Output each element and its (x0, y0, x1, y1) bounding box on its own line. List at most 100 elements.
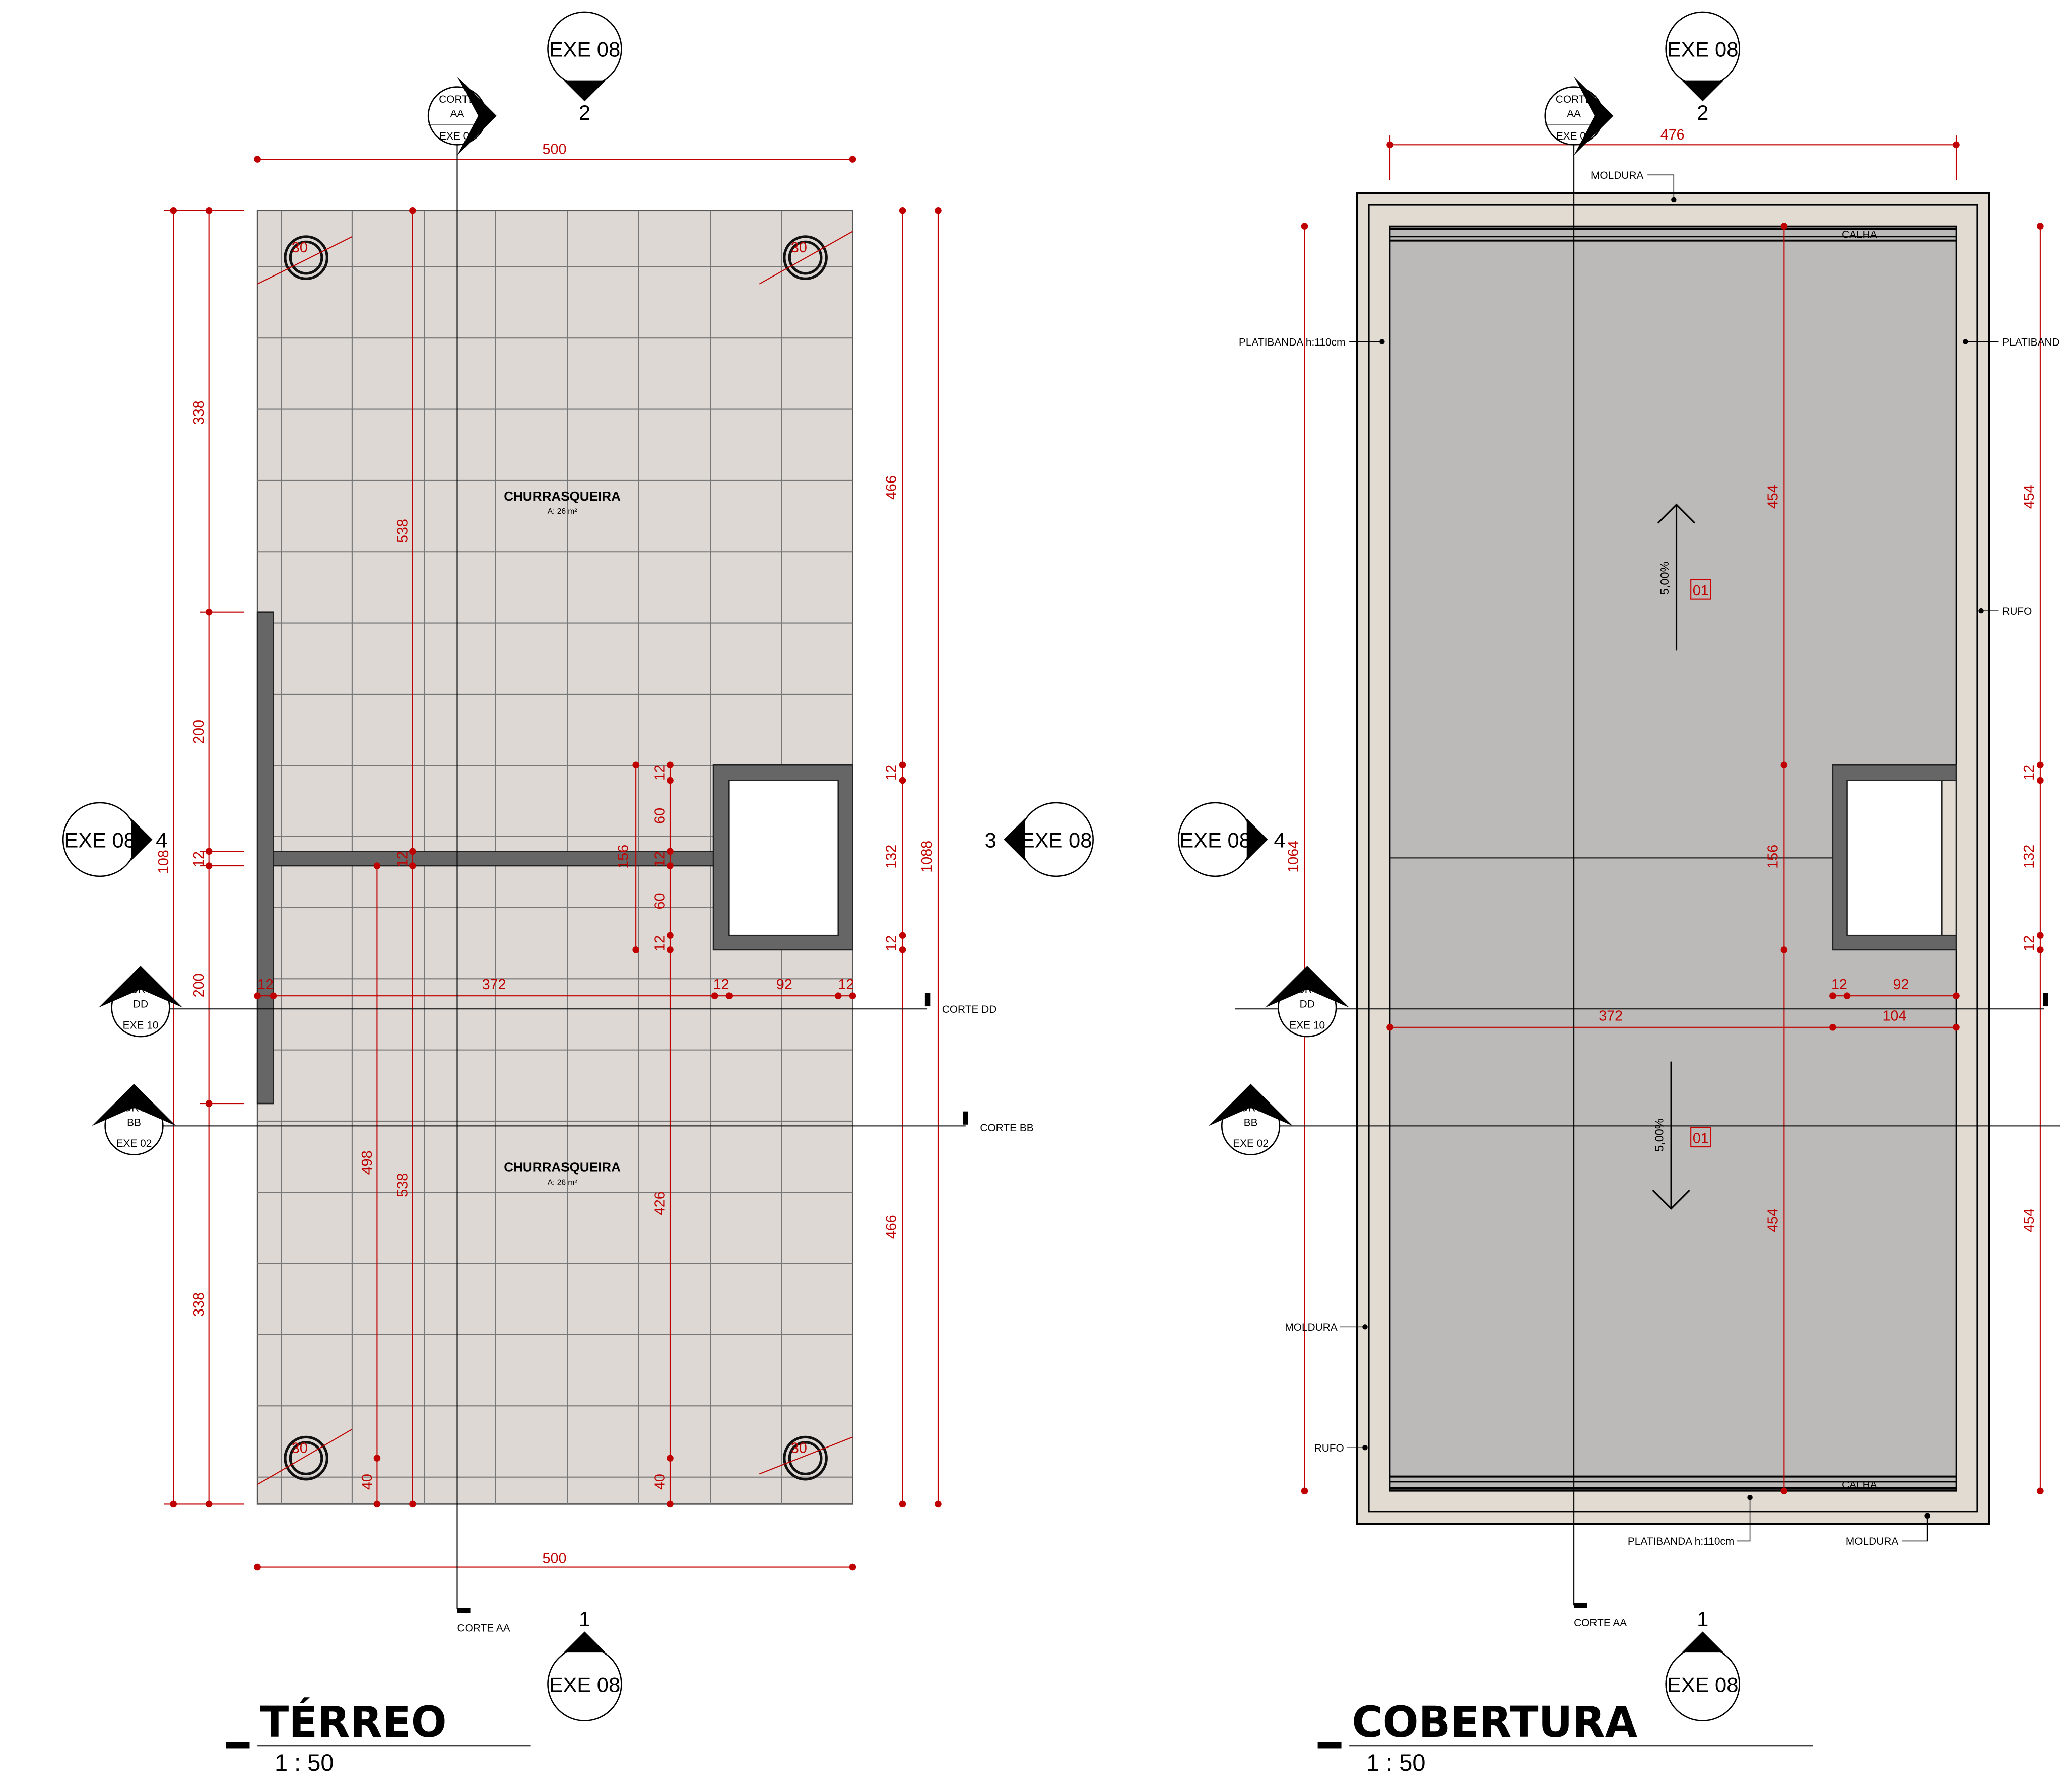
drawing-title: TÉRREO (260, 1697, 446, 1747)
dimension-dot (170, 206, 177, 214)
svg-text:60: 60 (652, 808, 669, 824)
dimension-dot (254, 156, 261, 163)
section-marker-bb: CORTE BB EXE 02 (92, 1083, 176, 1156)
note-moldura: MOLDURA (1591, 170, 1643, 181)
svg-text:12: 12 (652, 765, 669, 781)
dimension-dot (205, 1500, 213, 1508)
elevation-marker: EXE 083 (985, 802, 1094, 877)
columns (284, 235, 828, 1481)
svg-text:132: 132 (2021, 845, 2037, 869)
svg-text:EXE 08: EXE 08 (549, 38, 620, 61)
drawing-scale: 1 : 50 (1366, 1750, 1425, 1776)
slope-label: 5,00% (1658, 562, 1671, 595)
room-area: A: 26 m² (548, 507, 577, 516)
svg-text:12: 12 (191, 851, 207, 867)
dimension-dot (205, 1100, 213, 1107)
title-block-cobertura: COBERTURA 1 : 50 (1317, 1698, 1813, 1776)
svg-text:DD: DD (1300, 999, 1315, 1010)
svg-text:BB: BB (1244, 1117, 1258, 1128)
svg-text:4: 4 (1274, 829, 1285, 852)
svg-text:372: 372 (1599, 1008, 1623, 1024)
dimension-dot (170, 1500, 177, 1508)
svg-text:200: 200 (191, 973, 207, 997)
svg-text:476: 476 (1660, 127, 1685, 143)
dimension-dot (2037, 223, 2044, 230)
roof-tag: 01 (1693, 583, 1709, 599)
shaft-opening (1846, 780, 1943, 936)
elevation-marker: EXE 081 (1665, 1607, 1741, 1721)
corte-aa-label: CORTE AA (1574, 1617, 1627, 1629)
note-rufo: RUFO (1314, 1442, 1344, 1454)
dimension-dot (667, 848, 674, 855)
dimension-dot (899, 206, 906, 214)
elevation-marker: EXE 082 (1665, 11, 1741, 124)
svg-text:92: 92 (776, 977, 792, 993)
cobertura-plan: 5,00% 5,00% 01 01 476 1064 454 156 454 4… (1228, 127, 2060, 1629)
terreo-plan: 30 30 30 30 CHURRASQUEIRA A: 26 m² CHURR… (124, 131, 1034, 1634)
elevation-marker: EXE 082 (547, 11, 622, 124)
slope-label: 5,00% (1652, 1118, 1666, 1152)
section-marker-dd: CORTE DD EXE 10 (1265, 966, 1350, 1038)
svg-text:CORTE: CORTE (439, 94, 476, 105)
svg-text:12: 12 (884, 935, 900, 951)
room-area: A: 26 m² (548, 1179, 577, 1187)
svg-text:12: 12 (884, 765, 900, 781)
svg-text:454: 454 (1765, 485, 1781, 509)
svg-text:466: 466 (884, 1215, 900, 1239)
dimension-dot (849, 156, 856, 163)
drawing-title: COBERTURA (1352, 1698, 1637, 1747)
svg-text:12: 12 (713, 977, 729, 993)
vertical-dims: 338 200 12 200 338 108 538 538 498 40 12… (156, 400, 935, 1490)
svg-text:12: 12 (1831, 977, 1847, 993)
dimension-dot (667, 862, 674, 869)
dimension-dot (1829, 1023, 1836, 1031)
dimension-dot (373, 1455, 381, 1462)
dimension-dot (899, 777, 906, 784)
dimension-dot (935, 206, 942, 214)
dimension-dot (1386, 141, 1393, 149)
section-marker-aa: CORTE AA EXE 02 (427, 76, 497, 156)
svg-text:12: 12 (652, 851, 669, 867)
dimension-dots (1301, 141, 2044, 1495)
dimension-dot (2037, 777, 2044, 784)
col-dim: 30 (791, 1440, 807, 1457)
dimension-dot (849, 992, 856, 999)
dimension-dot (725, 992, 733, 999)
drawing-scale: 1 : 50 (275, 1750, 334, 1776)
svg-text:338: 338 (191, 1292, 207, 1317)
note-moldura: MOLDURA (1846, 1536, 1898, 1547)
svg-text:EXE 08: EXE 08 (1667, 38, 1738, 61)
dim-top: 500 (543, 142, 567, 158)
svg-text:426: 426 (652, 1191, 669, 1215)
svg-text:DD: DD (133, 999, 148, 1010)
section-marker-dd: CORTE DD EXE 10 (98, 966, 183, 1038)
svg-text:CORTE: CORTE (1556, 94, 1592, 105)
dimension-lines (164, 158, 939, 1568)
dimension-dot (205, 848, 213, 855)
svg-text:40: 40 (652, 1474, 669, 1490)
svg-text:538: 538 (394, 1173, 411, 1197)
svg-text:60: 60 (652, 893, 669, 909)
dimension-dot (1953, 1023, 1960, 1031)
note-calha: CALHA (1842, 1479, 1877, 1491)
svg-text:CORTE: CORTE (116, 1102, 153, 1114)
svg-text:EXE 10: EXE 10 (123, 1019, 159, 1031)
corte-dd-label: CORTE DD (942, 1004, 997, 1015)
svg-text:92: 92 (1893, 977, 1909, 993)
svg-text:156: 156 (1765, 845, 1781, 869)
dimension-dot (1780, 761, 1788, 769)
dimension-dot (2037, 946, 2044, 953)
svg-text:EXE 02: EXE 02 (116, 1138, 152, 1149)
dimension-dot (1301, 223, 1308, 230)
svg-text:454: 454 (2021, 485, 2037, 509)
note-calha: CALHA (1842, 229, 1877, 241)
leader-dots (1362, 197, 1984, 1519)
svg-text:156: 156 (616, 845, 632, 869)
dimension-dot (254, 992, 261, 999)
dimension-dot (667, 932, 674, 939)
svg-text:12: 12 (394, 851, 411, 867)
svg-text:454: 454 (1765, 1208, 1781, 1232)
svg-text:338: 338 (191, 400, 207, 425)
